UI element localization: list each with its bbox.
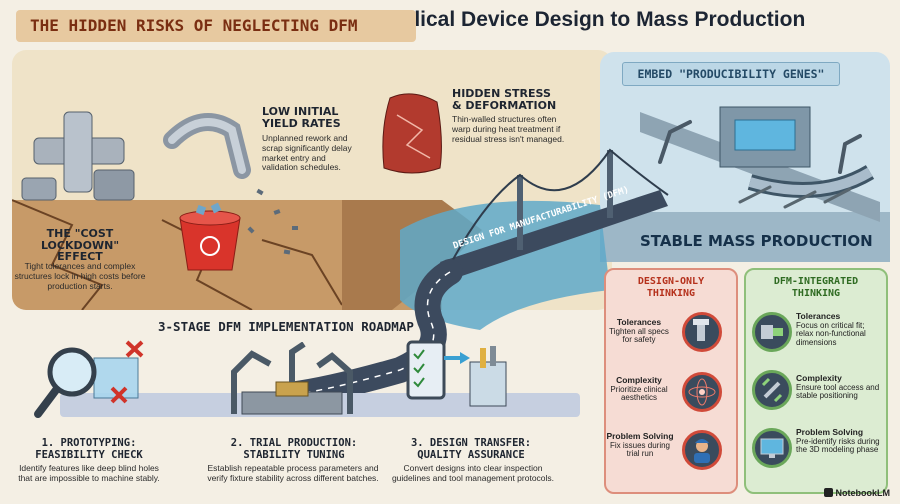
cost-lockdown-heading: THE "COST LOCKDOWN" EFFECT [40, 227, 120, 264]
conveyor-belt-icon [747, 165, 875, 198]
row-text: Focus on critical fit; relax non-functio… [796, 320, 866, 348]
factory-illustration [600, 106, 890, 262]
warped-metal-icon [382, 93, 442, 174]
checklist-icon [406, 340, 507, 407]
cost-lockdown-text: Tight tolerances and complex structures … [14, 261, 146, 291]
risk-banner: THE HIDDEN RISKS OF NEGLECTING DFM [16, 10, 416, 42]
robot-arm-icon [658, 120, 862, 174]
bridge-icon [440, 148, 669, 280]
stress-text: Thin-walled structures often warp during… [452, 114, 565, 144]
stage-1-title: 1. PROTOTYPING: FEASIBILITY CHECK [35, 437, 143, 461]
design-only-heading: DESIGN-ONLY THINKING [637, 276, 705, 299]
notebook-logo-icon [823, 488, 833, 497]
yield-heading: LOW INITIAL YIELD RATES [262, 105, 341, 130]
magnifier-icon [34, 340, 144, 418]
row-text: Pre-identify risks during the 3D modelin… [796, 436, 880, 455]
wrench-icon [752, 370, 792, 410]
falling-scrap-icon [247, 188, 298, 255]
robot-arm-icon [231, 342, 353, 415]
row-title: Problem Solving [606, 431, 674, 441]
roadmap-title: 3-STAGE DFM IMPLEMENTATION ROADMAP [158, 319, 414, 334]
row-title: Complexity [616, 375, 662, 385]
bent-pipe-icon [163, 113, 251, 179]
row-text: Fix issues during trial run [609, 440, 671, 459]
stable-production-label: STABLE MASS PRODUCTION [640, 232, 873, 250]
row-title: Tolerances [796, 311, 841, 321]
stress-heading: HIDDEN STRESS & DEFORMATION [452, 87, 557, 112]
row-title: Complexity [796, 373, 842, 383]
fit-icon [752, 312, 792, 352]
design-only-row: Problem Solving Fix issues during trial … [604, 431, 676, 459]
dfm-integrated-heading: DFM-INTEGRATED THINKING [773, 276, 859, 299]
worker-icon [682, 430, 722, 470]
embed-banner: EMBED "PRODUCIBILITY GENES" [622, 62, 840, 86]
stage-1-text: Identify features like deep blind holes … [18, 463, 160, 483]
notebooklm-logo: NotebookLM [823, 488, 891, 498]
row-text: Tighten all specs for safety [609, 326, 669, 345]
medical-tools-icon [738, 185, 852, 209]
logo-text: NotebookLM [835, 488, 891, 498]
bolt-icon [682, 312, 722, 352]
design-only-row: Tolerances Tighten all specs for safety [608, 317, 670, 345]
stage-3-text: Convert designs into clear inspection gu… [391, 463, 555, 483]
atom-icon [682, 372, 722, 412]
row-text: Prioritize clinical aesthetics [610, 384, 668, 403]
yield-text: Unplanned rework and scrap significantly… [262, 133, 352, 173]
stage-3-title: 3. DESIGN TRANSFER: QUALITY ASSURANCE [410, 437, 532, 461]
machine-icon [719, 106, 811, 168]
stage-2-title: 2. TRIAL PRODUCTION: STABILITY TUNING [230, 437, 358, 461]
dfm-row: Tolerances Focus on critical fit; relax … [796, 311, 884, 348]
scrap-bucket-icon [179, 202, 241, 271]
row-text: Ensure tool access and stable positionin… [796, 382, 880, 401]
risk-illustration [12, 93, 482, 310]
monitor-icon [752, 428, 792, 468]
row-title: Problem Solving [796, 427, 864, 437]
pipe-fitting-icon [21, 111, 135, 201]
design-only-row: Complexity Prioritize clinical aesthetic… [608, 375, 670, 403]
stage-2-text: Establish repeatable process parameters … [207, 463, 379, 483]
dfm-row: Complexity Ensure tool access and stable… [796, 373, 884, 401]
row-title: Tolerances [616, 317, 662, 327]
dfm-row: Problem Solving Pre-identify risks durin… [796, 427, 884, 455]
